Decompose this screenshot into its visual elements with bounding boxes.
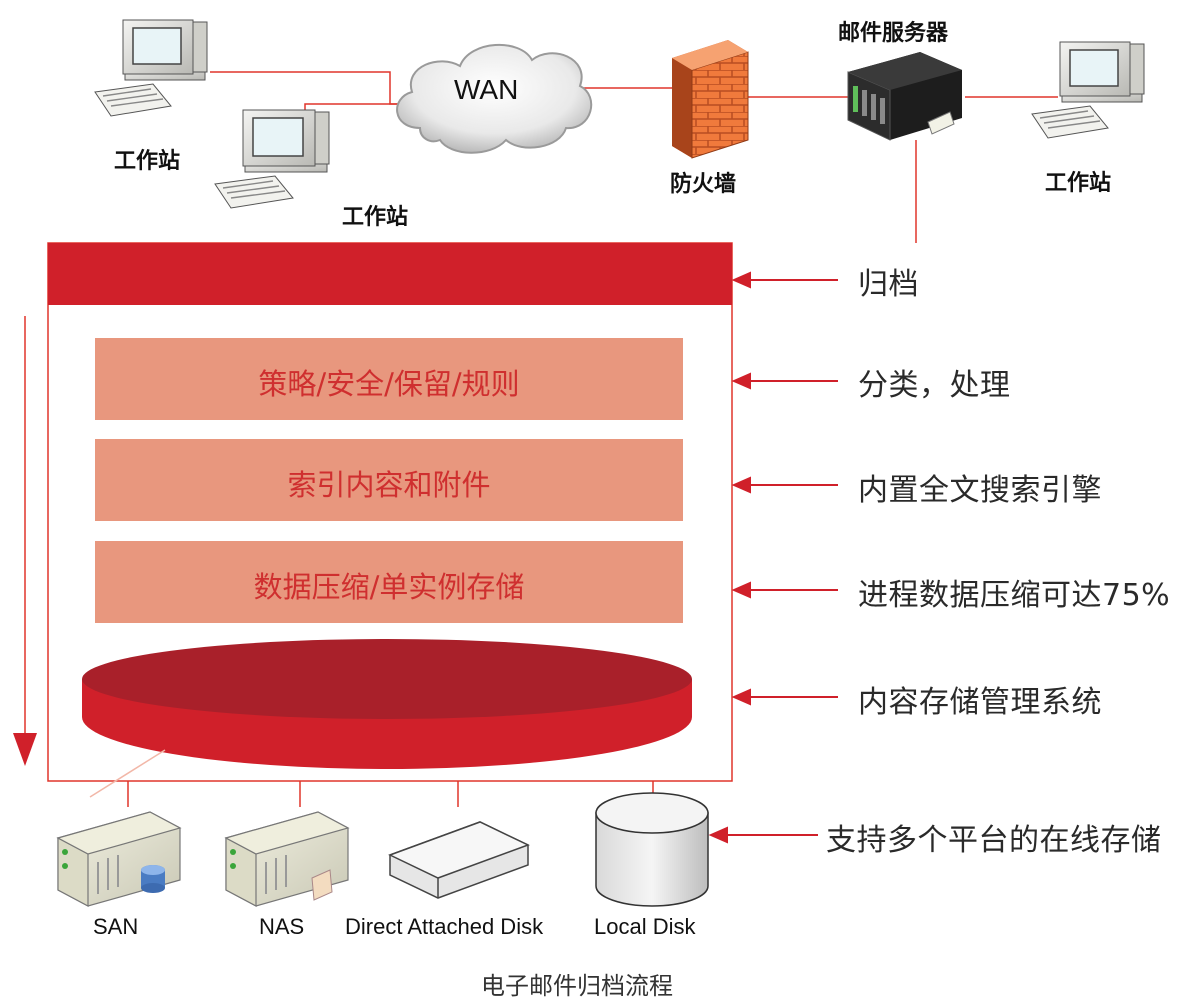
- workstation-label: 工作站: [1045, 171, 1112, 196]
- mail-server-label: 邮件服务器: [838, 21, 949, 46]
- storage-label-local-disk: Local Disk: [594, 914, 696, 939]
- archive-header-bar: [48, 243, 732, 305]
- mail-server-icon: [847, 52, 962, 141]
- san-server-icon: [56, 811, 182, 907]
- annotation-classify: 分类，处理: [858, 368, 1011, 403]
- diagram-caption: 电子邮件归档流程: [481, 972, 673, 1000]
- workstation-label: 工作站: [342, 205, 409, 230]
- workstation-icon: [94, 19, 208, 117]
- direct-attached-disk-icon: [388, 821, 530, 899]
- firewall-label: 防火墙: [670, 172, 737, 197]
- wan-label: WAN: [454, 74, 519, 105]
- flow-down-arrow: [13, 316, 37, 766]
- annotation-content-storage: 内容存储管理系统: [858, 685, 1102, 720]
- workstation-icon: [1031, 41, 1145, 139]
- annotation-arrows: [708, 271, 838, 844]
- cloud-icon: [396, 43, 593, 154]
- annotation-archive: 归档: [858, 267, 919, 302]
- storage-label-nas: NAS: [259, 914, 305, 939]
- layer-label: 策略/安全/保留/规则: [258, 367, 520, 401]
- local-disk-icon: [595, 792, 709, 907]
- workstation-label: 工作站: [114, 149, 181, 174]
- storage-lines: [89, 749, 654, 807]
- layer-box: [95, 439, 683, 521]
- storage-label-direct-attached-disk: Direct Attached Disk: [345, 914, 544, 939]
- annotation-online-storage: 支持多个平台的在线存储: [826, 823, 1162, 858]
- firewall-icon: [672, 40, 749, 159]
- layer-box: [95, 541, 683, 623]
- layer-label: 索引内容和附件: [287, 468, 491, 502]
- storage-disk-icon: [82, 639, 692, 769]
- layer-label: 数据压缩/单实例存储: [253, 570, 525, 604]
- storage-label-san: SAN: [93, 914, 139, 939]
- nas-server-icon: [224, 811, 350, 907]
- annotation-compression: 进程数据压缩可达75%: [858, 578, 1171, 613]
- annotation-search-engine: 内置全文搜索引擎: [858, 473, 1102, 508]
- workstation-icon: [214, 109, 330, 209]
- layer-box: [95, 338, 683, 420]
